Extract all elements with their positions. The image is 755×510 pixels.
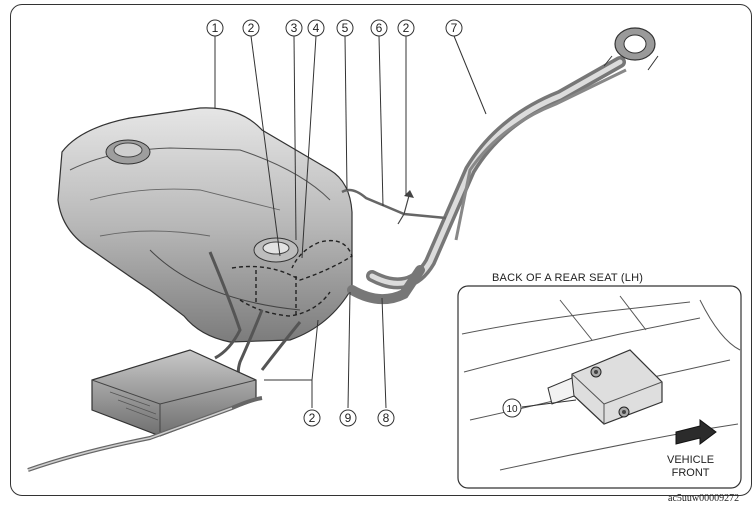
svg-text:2: 2 [309, 411, 316, 425]
inset-title: BACK OF A REAR SEAT (LH) [492, 272, 644, 284]
callout-1: 1 [206, 19, 224, 37]
svg-text:1: 1 [212, 21, 219, 35]
leader-10 [521, 399, 577, 408]
svg-text:7: 7 [451, 21, 458, 35]
charcoal-canister [91, 349, 257, 437]
vent-pipe-highlight [27, 407, 233, 471]
callout-2-right: 2 [397, 19, 415, 37]
callout-5: 5 [336, 19, 354, 37]
fuel-filler-pipe [347, 56, 627, 305]
filler-neck [603, 27, 659, 71]
svg-text:6: 6 [376, 21, 383, 35]
vehicle-front-line2: FRONT [671, 467, 710, 479]
callout-2-top: 2 [242, 19, 260, 37]
callout-6: 6 [370, 19, 388, 37]
bolt-icon [618, 406, 630, 418]
figure-code: ac5uuw00009272 [668, 493, 740, 504]
svg-text:5: 5 [342, 21, 349, 35]
leader-lines [214, 35, 487, 409]
vehicle-front-line1: VEHICLE [667, 454, 715, 466]
callout-8: 8 [377, 409, 395, 427]
vehicle-front-arrow-icon [675, 419, 717, 445]
callout-3: 3 [285, 19, 303, 37]
inset-panel: 10 [457, 285, 742, 489]
callout-4: 4 [307, 19, 325, 37]
fuel-tank [57, 107, 353, 343]
svg-text:2: 2 [403, 21, 410, 35]
svg-text:4: 4 [313, 21, 320, 35]
callout-2-bottom: 2 [303, 409, 321, 427]
vehicle-front-label: VEHICLE FRONT [667, 454, 714, 480]
svg-text:9: 9 [345, 411, 352, 425]
bolt-icon [590, 366, 602, 378]
callout-10: 10 [502, 398, 522, 418]
callout-7: 7 [445, 19, 463, 37]
svg-text:8: 8 [383, 411, 390, 425]
tank-pipe-routing [231, 239, 353, 318]
callout-9: 9 [339, 409, 357, 427]
svg-text:3: 3 [291, 21, 298, 35]
breather-line [341, 188, 447, 225]
svg-text:2: 2 [248, 21, 255, 35]
svg-text:10: 10 [506, 404, 518, 415]
